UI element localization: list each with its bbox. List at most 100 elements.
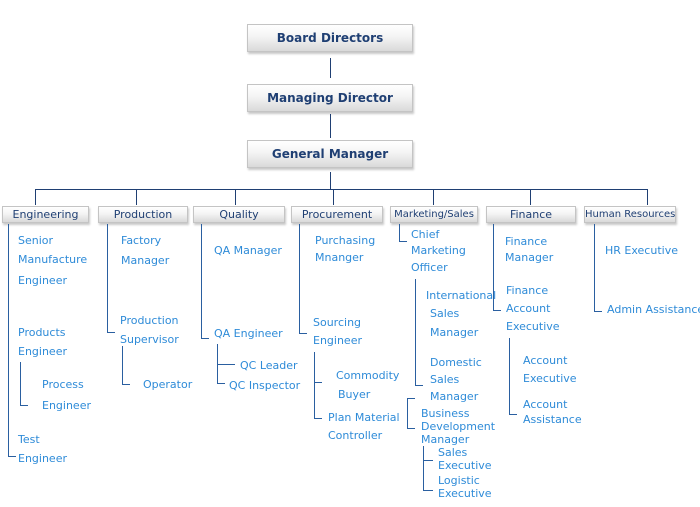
- bd-manager-line-1: Business: [421, 407, 470, 420]
- drop-engineering: [35, 189, 36, 205]
- engineering-sub-trunk: [20, 362, 21, 406]
- sourcing-engineer-line-1: Sourcing: [313, 316, 362, 329]
- finance-trunk: [493, 224, 494, 311]
- dept-engineering: Engineering: [2, 206, 89, 223]
- domestic-sales-manager-line-2: Sales: [430, 373, 460, 386]
- commodity-buyer-line-1: Commodity: [336, 369, 400, 382]
- marketing-bd-trunk: [407, 398, 408, 429]
- drop-production: [136, 189, 137, 205]
- finance-account-executive-line-2: Account: [506, 302, 551, 315]
- finance-branch: [493, 310, 501, 311]
- qc-inspector: QC Inspector: [229, 379, 301, 392]
- factory-manager-line-2: Manager: [121, 254, 170, 267]
- process-engineer-line-1: Process: [42, 378, 84, 391]
- board-directors-box: Board Directors: [247, 24, 413, 52]
- senior-manufacture-engineer: Senior: [18, 234, 53, 260]
- dept-procurement: Procurement: [291, 206, 383, 223]
- international-sales-manager-line-3: Manager: [430, 326, 479, 339]
- label-line: Senior: [18, 234, 54, 247]
- international-sales-manager-line-1: International: [426, 289, 497, 302]
- account-assistance-line-1: Account: [523, 398, 568, 411]
- marketing-bd-branch: [407, 428, 415, 429]
- engineering-branch: [8, 456, 16, 457]
- senior-line-3: Engineer: [18, 274, 67, 287]
- test-engineer-line-1: Test: [18, 433, 40, 446]
- sales-executive-line-1: Sales: [438, 446, 468, 459]
- factory-manager-line-1: Factory: [121, 234, 162, 247]
- engineering-trunk: [8, 224, 9, 457]
- quality-branch: [201, 338, 209, 339]
- production-trunk: [107, 224, 108, 333]
- quality-sub-branch-2: [217, 383, 225, 384]
- department-bus: [35, 189, 648, 190]
- drop-marketing: [433, 189, 434, 205]
- plan-material-controller-line-1: Plan Material: [328, 411, 400, 424]
- production-supervisor-line-1: Production: [120, 314, 179, 327]
- finance-account-executive-line-3: Executive: [506, 320, 560, 333]
- logistic-executive-line-2: Executive: [438, 487, 492, 500]
- production-sub-branch: [122, 384, 130, 385]
- marketing-exec-branch-2: [423, 490, 433, 491]
- production-supervisor-line-2: Supervisor: [120, 333, 179, 346]
- marketing-sub-trunk: [415, 279, 416, 386]
- marketing-bd-top: [407, 398, 415, 399]
- connector-managing-general: [330, 114, 331, 138]
- dept-quality: Quality: [193, 206, 285, 223]
- test-engineer-line-2: Engineer: [18, 452, 67, 465]
- procurement-branch: [299, 333, 307, 334]
- production-branch: [107, 332, 115, 333]
- procurement-sub-branch-2: [314, 418, 322, 419]
- cmo-line-1: Chief: [411, 228, 440, 241]
- qa-engineer: QA Engineer: [214, 327, 283, 340]
- hr-trunk: [594, 224, 595, 312]
- dept-finance: Finance: [486, 206, 576, 223]
- qc-leader: QC Leader: [240, 359, 298, 372]
- cmo-line-3: Officer: [411, 261, 448, 274]
- bd-manager-line-3: Manager: [421, 433, 470, 446]
- plan-material-controller-line-2: Controller: [328, 429, 383, 442]
- finance-manager-line-1: Finance: [505, 235, 548, 248]
- dept-hr: Human Resources: [584, 206, 676, 223]
- products-engineer-line-1: Products: [18, 326, 66, 339]
- account-assistance-line-2: Assistance: [523, 413, 582, 426]
- cmo-line-2: Marketing: [411, 244, 466, 257]
- general-manager-box: General Manager: [247, 140, 413, 168]
- drop-hr: [647, 189, 648, 205]
- hr-executive: HR Executive: [605, 244, 678, 257]
- finance-sub-branch: [509, 414, 517, 415]
- domestic-sales-manager-line-1: Domestic: [430, 356, 482, 369]
- finance-sub-trunk: [509, 338, 510, 415]
- sourcing-engineer-line-2: Engineer: [313, 334, 362, 347]
- drop-procurement: [333, 189, 334, 205]
- account-executive-line-2: Executive: [523, 372, 577, 385]
- drop-finance: [530, 189, 531, 205]
- qa-manager: QA Manager: [214, 244, 282, 257]
- hr-branch: [594, 311, 602, 312]
- dept-production: Production: [98, 206, 188, 223]
- process-engineer-line-2: Engineer: [42, 399, 91, 412]
- marketing-trunk: [399, 224, 400, 242]
- account-executive-line-1: Account: [523, 354, 568, 367]
- connector-board-managing: [330, 58, 331, 78]
- dept-marketing: Marketing/Sales: [390, 206, 478, 223]
- production-sub-trunk: [122, 346, 123, 385]
- finance-manager-line-2: Manager: [505, 251, 554, 264]
- marketing-exec-trunk: [423, 446, 424, 491]
- admin-assistance: Admin Assistance: [607, 303, 700, 316]
- procurement-trunk: [299, 224, 300, 334]
- products-engineer-line-2: Engineer: [18, 345, 67, 358]
- sales-executive-line-2: Executive: [438, 459, 492, 472]
- bd-manager-line-2: Development: [421, 420, 496, 433]
- engineering-sub-branch: [20, 405, 28, 406]
- procurement-sub-branch-1: [314, 382, 322, 383]
- drop-quality: [235, 189, 236, 205]
- marketing-exec-branch-1: [423, 460, 433, 461]
- senior-line-2: Manufacture: [18, 253, 88, 266]
- domestic-sales-manager-line-3: Manager: [430, 390, 479, 403]
- operator: Operator: [143, 378, 193, 391]
- marketing-branch: [399, 241, 407, 242]
- logistic-executive-line-1: Logistic: [438, 474, 480, 487]
- procurement-sub-trunk: [314, 352, 315, 419]
- connector-general-bus: [330, 172, 331, 190]
